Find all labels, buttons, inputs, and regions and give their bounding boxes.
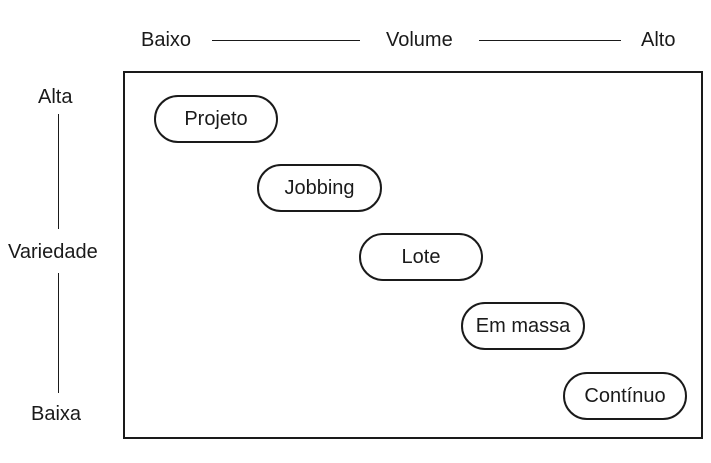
variety-low-label: Baixa [31, 403, 82, 425]
volume-axis-title: Volume [386, 29, 453, 51]
volume-axis-line-left [212, 40, 360, 41]
variety-high-label: Alta [38, 86, 73, 108]
volume-low-label: Baixo [141, 29, 192, 51]
variety-axis-line-bottom [58, 273, 59, 393]
process-type-continuo: Contínuo [563, 372, 687, 420]
volume-axis-line-right [479, 40, 621, 41]
volume-high-label: Alto [641, 29, 676, 51]
process-type-projeto: Projeto [154, 95, 278, 143]
variety-axis-line-top [58, 114, 59, 229]
process-type-jobbing: Jobbing [257, 164, 382, 212]
process-type-lote: Lote [359, 233, 483, 281]
process-type-em-massa: Em massa [461, 302, 585, 350]
process-matrix-frame [123, 71, 703, 439]
variety-axis-title: Variedade [8, 241, 98, 263]
